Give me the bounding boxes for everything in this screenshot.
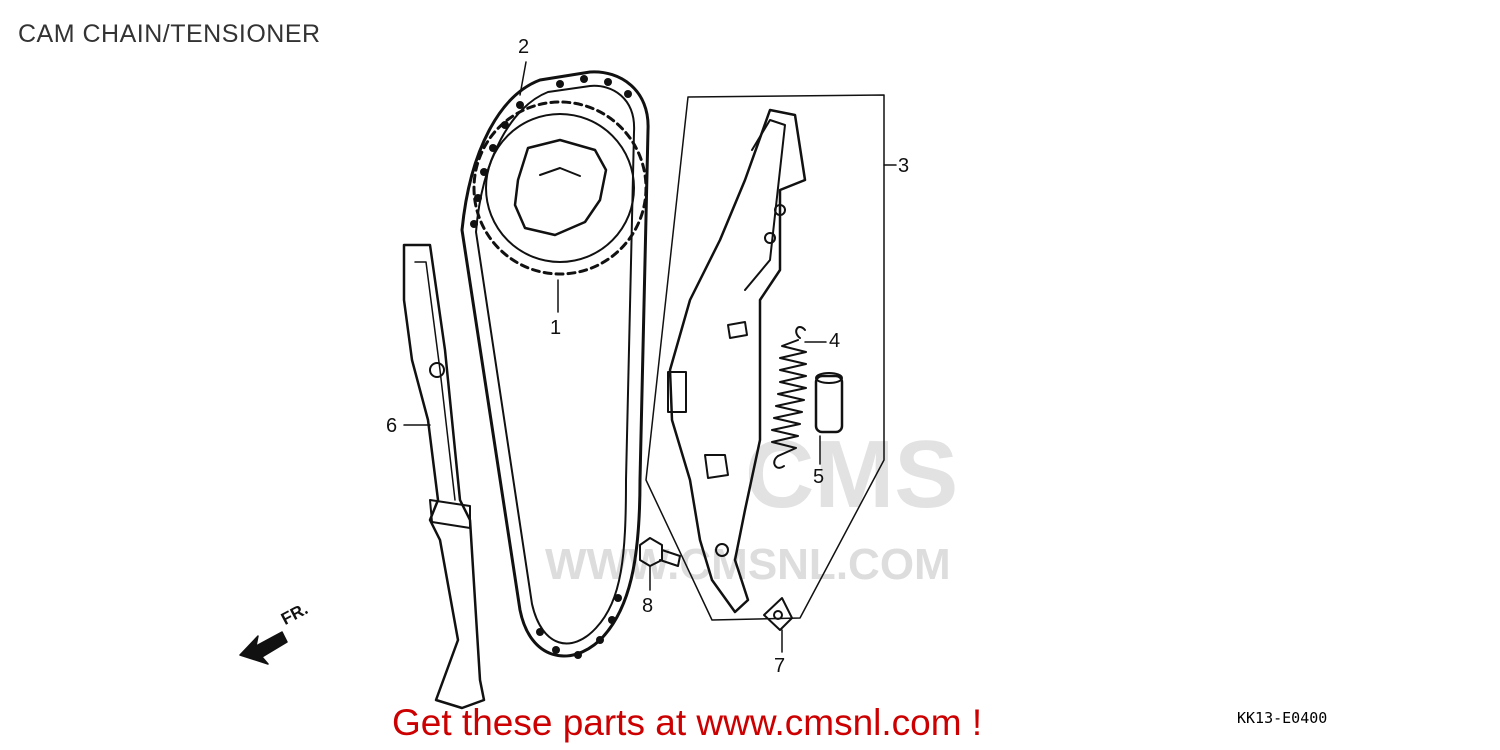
chain-guide — [402, 243, 486, 710]
watermark-brand: CMS — [745, 421, 959, 528]
part-number-6[interactable]: 6 — [386, 415, 398, 437]
cam-chain-tensioner — [667, 108, 807, 614]
pivot-bolt — [639, 537, 681, 591]
tensioner-spring — [771, 326, 827, 469]
part-number-8[interactable]: 8 — [642, 595, 654, 617]
page-title: CAM CHAIN/TENSIONER — [18, 20, 321, 48]
tensioner-collar — [814, 372, 844, 465]
cam-chain — [460, 70, 650, 659]
tensioner-washer — [763, 597, 793, 653]
cam-sprocket — [472, 100, 648, 276]
part-number-4[interactable]: 4 — [829, 330, 841, 352]
watermark-text: WWW.CMSNL.COM — [545, 540, 951, 589]
tensioner-group-box — [645, 94, 897, 621]
front-direction-arrow — [239, 631, 288, 665]
diagram-code: KK13-E0400 — [1237, 709, 1328, 727]
part-number-3[interactable]: 3 — [898, 155, 910, 177]
footer-parts-link[interactable]: Get these parts at www.cmsnl.com ! — [392, 702, 983, 743]
part-number-2[interactable]: 2 — [518, 36, 530, 58]
part-number-1[interactable]: 1 — [550, 317, 562, 339]
part-number-5[interactable]: 5 — [813, 466, 825, 488]
part-number-7[interactable]: 7 — [774, 655, 786, 677]
